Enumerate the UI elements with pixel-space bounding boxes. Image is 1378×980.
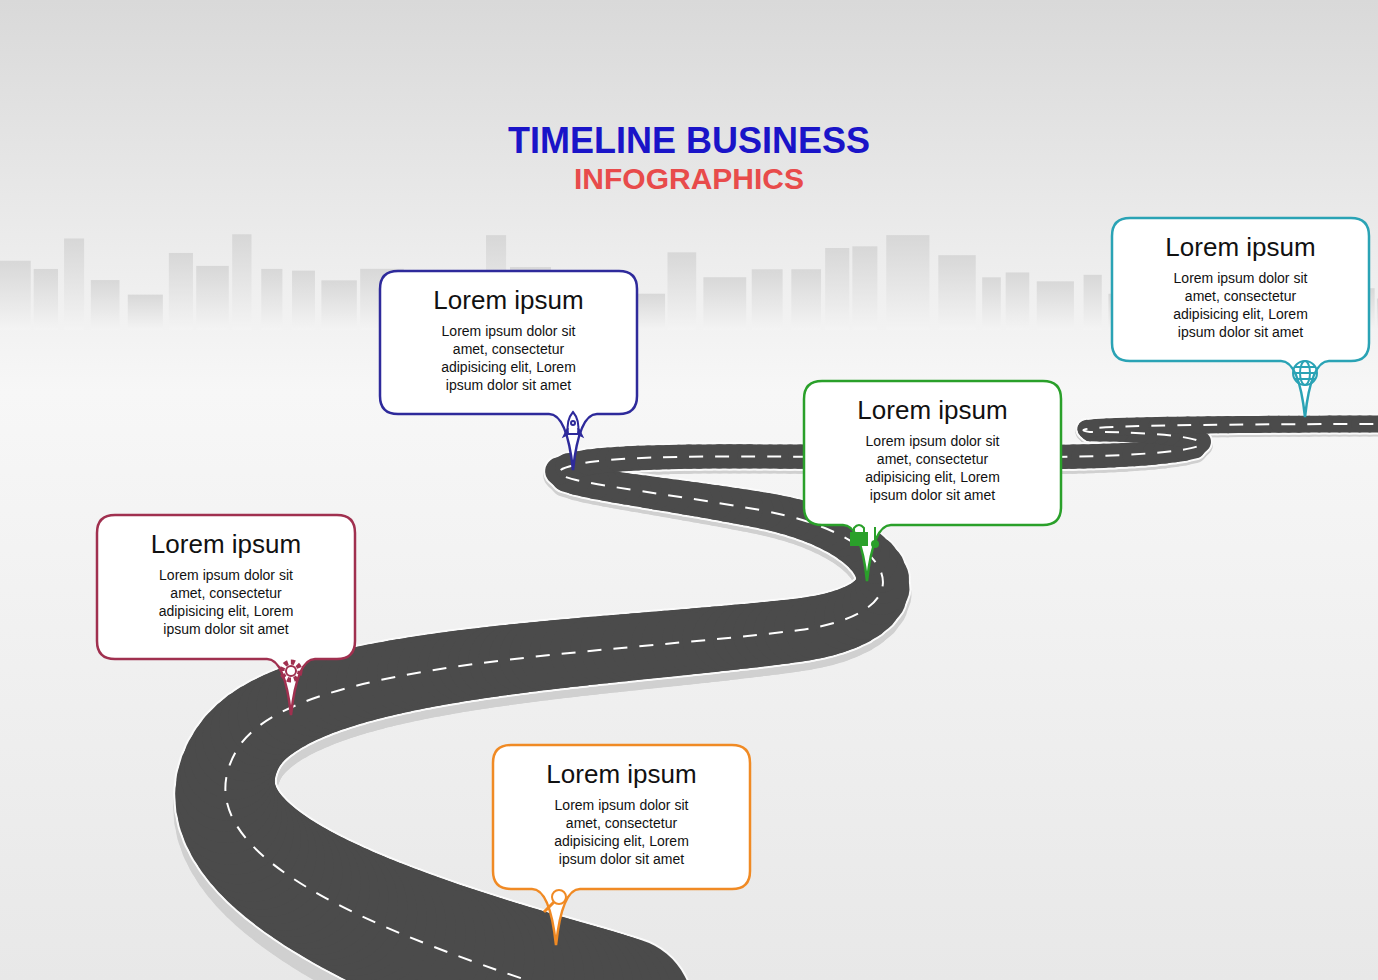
building [886,235,929,330]
title: TIMELINE BUSINESS [0,120,1378,162]
callout-body: Lorem ipsum dolor sit amet, consectetur … [146,566,306,638]
building [34,269,58,330]
road-guide [225,424,1378,980]
lock-icon [851,525,878,547]
building [791,269,821,330]
building [938,255,975,330]
building [1006,272,1030,330]
road [225,424,1378,980]
building [169,253,193,330]
lane-marking [225,424,1378,980]
building [1377,299,1378,330]
building [91,280,120,330]
callout-box: Lorem ipsumLorem ipsum dolor sit amet, c… [804,381,1061,525]
callout-body: Lorem ipsum dolor sit amet, consectetur … [853,432,1013,504]
building [635,294,665,330]
building [321,280,356,330]
building [752,269,783,330]
building [982,277,1001,330]
callout-box: Lorem ipsumLorem ipsum dolor sit amet, c… [97,515,355,659]
callout-heading: Lorem ipsum [493,759,750,790]
callout-heading: Lorem ipsum [97,529,355,560]
callout-box: Lorem ipsumLorem ipsum dolor sit amet, c… [493,745,750,889]
callout-heading: Lorem ipsum [380,285,637,316]
callout-shape [380,271,637,470]
callout-body: Lorem ipsum dolor sit amet, consectetur … [429,322,589,394]
callout-heading: Lorem ipsum [804,395,1061,426]
subtitle: INFOGRAPHICS [0,162,1378,196]
building [667,252,696,330]
search-icon [544,890,566,912]
building [1084,275,1102,330]
gear-icon [282,662,300,680]
callout-body: Lorem ipsum dolor sit amet, consectetur … [1161,269,1321,341]
building [292,271,315,330]
building [1037,281,1074,330]
callout-body: Lorem ipsum dolor sit amet, consectetur … [542,796,702,868]
building [232,234,251,330]
callout-heading: Lorem ipsum [1112,232,1369,263]
building [825,248,849,330]
callout-box: Lorem ipsumLorem ipsum dolor sit amet, c… [380,271,637,414]
callout-shape [97,515,355,715]
globe-icon [1293,361,1317,385]
building [852,246,877,330]
building [196,266,229,330]
building [261,269,282,330]
building [128,295,163,330]
building [64,238,84,330]
callout-box: Lorem ipsumLorem ipsum dolor sit amet, c… [1112,218,1369,361]
callout-shape [804,381,1061,581]
road-surface [226,424,1378,980]
callout-shape [1112,218,1369,417]
road-edge [226,426,1378,980]
building [703,277,746,330]
rocket-icon [564,412,582,436]
building [0,261,31,330]
callout-shape [493,745,750,945]
